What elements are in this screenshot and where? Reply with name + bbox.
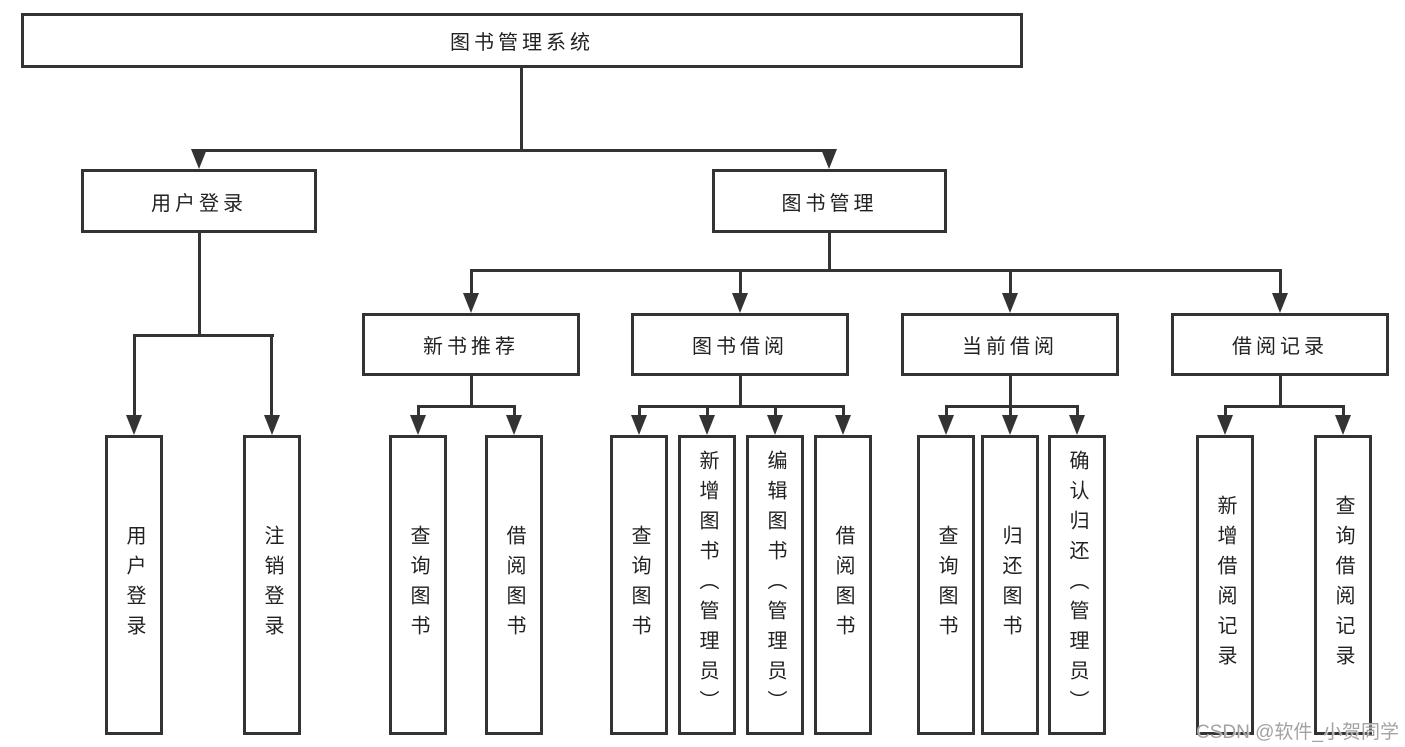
leaf-br-query-record: 查询借阅记录 (1314, 435, 1372, 735)
arrowhead-to-cb-confirm (1069, 415, 1085, 435)
arrowhead-to-bb-add (699, 415, 715, 435)
connector-drop-borrow-records (1279, 271, 1282, 297)
node-root-label: 图书管理系统 (450, 32, 594, 54)
connector-borrow-records-stub (1279, 376, 1282, 407)
arrowhead-to-book-borrow (732, 293, 748, 313)
arrowhead-to-cb-query (938, 415, 954, 435)
arrowhead-to-nb-borrow (506, 415, 522, 435)
leaf-bb-edit-books-admin-label: 编辑图书（管理员） (764, 450, 786, 720)
node-borrow-records-label: 借阅记录 (1232, 336, 1328, 358)
node-current-borrow: 当前借阅 (901, 313, 1119, 376)
leaf-cb-return-books-label: 归还图书 (999, 525, 1021, 645)
arrowhead-to-leaf-login (126, 415, 142, 435)
leaf-bb-add-books-admin: 新增图书（管理员） (678, 435, 736, 735)
connector-drop-nb-query (417, 407, 420, 422)
node-root: 图书管理系统 (21, 13, 1023, 68)
connector-drop-br-add (1224, 407, 1227, 422)
leaf-br-add-record-label: 新增借阅记录 (1214, 495, 1236, 675)
leaf-bb-add-books-admin-label: 新增图书（管理员） (696, 450, 718, 720)
arrowhead-to-bb-edit (767, 415, 783, 435)
leaf-nb-query-books-label: 查询图书 (407, 525, 429, 645)
leaf-bb-edit-books-admin: 编辑图书（管理员） (746, 435, 804, 735)
leaf-bb-query-books-label: 查询图书 (628, 525, 650, 645)
arrowhead-to-current-borrow (1002, 293, 1018, 313)
leaf-bb-borrow-books-label: 借阅图书 (832, 525, 854, 645)
node-new-book-rec-label: 新书推荐 (423, 336, 519, 358)
node-new-book-rec: 新书推荐 (362, 313, 580, 376)
connector-drop-nb-borrow (513, 407, 516, 422)
arrowhead-to-nb-query (410, 415, 426, 435)
connector-drop-cb-query (945, 407, 948, 422)
connector-new-book-horizontal (417, 405, 516, 408)
leaf-logout-label: 注销登录 (261, 525, 283, 645)
connector-drop-bb-query (638, 407, 641, 422)
leaf-user-login: 用户登录 (105, 435, 163, 735)
connector-drop-bb-add (706, 407, 709, 422)
arrowhead-to-leaf-logout (264, 415, 280, 435)
connector-drop-bb-borrow (842, 407, 845, 422)
leaf-cb-confirm-return-admin: 确认归还（管理员） (1048, 435, 1106, 735)
connector-current-borrow-horizontal (945, 405, 1079, 408)
connector-level2-horizontal (198, 149, 831, 152)
watermark: CSDN @软件_小贺同学 (1196, 722, 1399, 743)
arrowhead-to-br-query (1335, 415, 1351, 435)
leaf-cb-confirm-return-admin-label: 确认归还（管理员） (1066, 450, 1088, 720)
connector-drop-new-book (470, 271, 473, 297)
node-book-mgmt: 图书管理 (712, 169, 947, 233)
leaf-user-login-label: 用户登录 (123, 525, 145, 645)
connector-drop-book-borrow (739, 271, 742, 297)
node-user-login: 用户登录 (81, 169, 317, 233)
connector-level3-horizontal (470, 269, 1282, 272)
arrowhead-to-borrow-records (1272, 293, 1288, 313)
leaf-nb-borrow-books-label: 借阅图书 (503, 525, 525, 645)
connector-book-mgmt-stub (828, 233, 831, 271)
connector-new-book-stub (470, 376, 473, 407)
connector-drop-current-borrow (1009, 271, 1012, 297)
leaf-bb-borrow-books: 借阅图书 (814, 435, 872, 735)
leaf-nb-borrow-books: 借阅图书 (485, 435, 543, 735)
arrowhead-to-new-book (463, 293, 479, 313)
connector-drop-bb-edit (774, 407, 777, 422)
leaf-cb-return-books: 归还图书 (981, 435, 1039, 735)
connector-user-login-horizontal (133, 334, 274, 337)
connector-drop-cb-return (1009, 407, 1012, 422)
connector-drop-cb-confirm (1076, 407, 1079, 422)
connector-drop-br-query (1342, 407, 1345, 422)
leaf-cb-query-books: 查询图书 (917, 435, 975, 735)
connector-root-stub (520, 68, 523, 151)
arrowhead-to-bb-borrow (835, 415, 851, 435)
arrowhead-to-br-add (1217, 415, 1233, 435)
leaf-bb-query-books: 查询图书 (610, 435, 668, 735)
connector-book-borrow-stub (739, 376, 742, 407)
connector-drop-leaf-login (133, 336, 136, 420)
connector-borrow-records-horizontal (1224, 405, 1345, 408)
connector-user-login-stub (198, 233, 201, 336)
node-book-borrow-label: 图书借阅 (692, 336, 788, 358)
connector-current-borrow-stub (1009, 376, 1012, 407)
leaf-br-add-record: 新增借阅记录 (1196, 435, 1254, 735)
leaf-nb-query-books: 查询图书 (389, 435, 447, 735)
node-borrow-records: 借阅记录 (1171, 313, 1389, 376)
leaf-cb-query-books-label: 查询图书 (935, 525, 957, 645)
node-current-borrow-label: 当前借阅 (962, 336, 1058, 358)
node-book-borrow: 图书借阅 (631, 313, 849, 376)
arrowhead-to-book-mgmt (821, 149, 837, 169)
connector-book-borrow-horizontal (638, 405, 845, 408)
arrowhead-to-user-login (191, 149, 207, 169)
arrowhead-to-cb-return (1002, 415, 1018, 435)
arrowhead-to-bb-query (631, 415, 647, 435)
node-user-login-label: 用户登录 (151, 192, 247, 215)
connector-drop-leaf-logout (270, 336, 273, 420)
node-book-mgmt-label: 图书管理 (781, 192, 878, 215)
leaf-br-query-record-label: 查询借阅记录 (1332, 495, 1354, 675)
leaf-logout: 注销登录 (243, 435, 301, 735)
